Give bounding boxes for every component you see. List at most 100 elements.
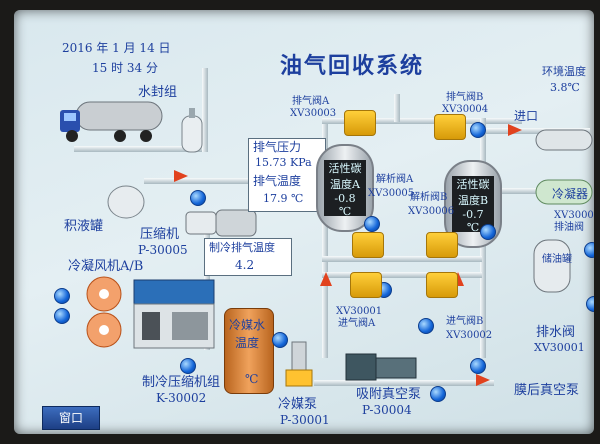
accumulator-tank-label: 积液罐: [64, 219, 104, 234]
water-seal-icon[interactable]: [180, 108, 204, 156]
flow-arrow: [476, 374, 490, 386]
tanker-truck-icon: [60, 101, 163, 142]
coolant-pump-icon[interactable]: [284, 340, 314, 390]
exhaust-readout-box: 排气压力 15.73 KPa 排气温度 17.9 ℃: [248, 138, 326, 212]
accumulator-tank-icon[interactable]: [106, 182, 146, 222]
compressor-icon[interactable]: [184, 206, 262, 240]
cool-temp-label: 制冷排气温度: [209, 241, 275, 254]
coolant-tank[interactable]: 冷媒水 温度 ℃: [224, 308, 274, 394]
valve-xv30005[interactable]: [352, 232, 384, 258]
valve-xv30006-label: 解析阀B: [410, 192, 448, 203]
flow-arrow: [508, 124, 522, 136]
carbon-tank-a[interactable]: 活性碳 温度A -0.8 ℃: [316, 144, 374, 232]
pressure-label: 排气压力: [253, 140, 302, 154]
pipe: [322, 272, 482, 278]
tank-b-label: 活性碳 温度B: [456, 178, 490, 207]
compressor-label: 压缩机: [140, 227, 180, 242]
condenser-top-icon[interactable]: [534, 128, 594, 152]
vacuum-pump-label: 吸附真空泵: [356, 387, 422, 402]
refrigeration-unit-icon[interactable]: [132, 276, 218, 352]
status-indicator: [470, 358, 486, 374]
page-title: 油气回收系统: [280, 54, 425, 79]
flow-arrow: [174, 170, 188, 182]
pipe: [322, 256, 482, 262]
drain-valve-id: XV30001: [534, 341, 585, 354]
membrane-pump-label: 膜后真空泵: [514, 383, 580, 398]
status-indicator: [470, 122, 486, 138]
status-indicator: [586, 296, 594, 312]
valve-xv30005-label: 解析阀A: [376, 174, 414, 185]
drain-valve-top-id: XV30005: [554, 210, 594, 221]
compressor-id: P-30005: [138, 243, 188, 257]
valve-xv30005-id: XV30005: [368, 188, 415, 199]
vacuum-pump-icon[interactable]: [344, 350, 420, 384]
water-seal-label: 水封组: [138, 85, 178, 100]
status-indicator: [54, 308, 70, 324]
status-indicator: [180, 358, 196, 374]
drain-valve-label: 排水阀: [536, 325, 576, 340]
coolant-tank-label: 冷媒水: [229, 318, 266, 332]
tank-b-value: -0.7: [462, 208, 484, 221]
pipe: [202, 68, 208, 152]
temp-label: 排气温度: [253, 174, 302, 188]
pipe: [394, 94, 400, 122]
condenser-icon[interactable]: [534, 178, 594, 206]
temp-value: 17.9 ℃: [263, 192, 304, 205]
condenser-label: 冷凝器: [552, 187, 589, 201]
status-indicator: [418, 318, 434, 334]
coolant-temp-unit: ℃: [245, 372, 259, 386]
valve-xv30003[interactable]: [344, 110, 376, 136]
pipe: [322, 118, 328, 358]
valve-xv30002-id: XV30002: [446, 330, 493, 341]
coolant-tank-label2: 温度: [235, 336, 260, 350]
tank-a-value: -0.8: [334, 192, 356, 205]
valve-xv30001-label: 进气阀A: [338, 318, 376, 329]
date-display: 2016 年 1 月 14 日: [62, 41, 171, 55]
tank-a-label: 活性碳 温度A: [328, 162, 362, 191]
status-indicator: [190, 190, 206, 206]
window-button[interactable]: 窗口: [42, 406, 100, 430]
condenser-fan-label: 冷凝风机A/B: [68, 259, 144, 274]
valve-xv30006-id: XV30006: [408, 206, 455, 217]
refrigerator-label: 制冷压缩机组: [142, 375, 221, 390]
env-temp-value: 3.8℃: [550, 81, 580, 94]
valve-xv30001[interactable]: [350, 272, 382, 298]
env-temp-label: 环境温度: [542, 65, 586, 78]
tank-a-unit: ℃: [338, 205, 352, 218]
cool-temp-value: 4.2: [235, 258, 255, 272]
valve-xv30004-label: 排气阀B: [446, 92, 484, 103]
pipe: [480, 128, 590, 134]
status-indicator: [272, 332, 288, 348]
coolant-pump-id: P-30001: [280, 413, 330, 427]
valve-xv30001-id: XV30001: [336, 306, 383, 317]
flow-arrow: [320, 272, 332, 286]
status-indicator: [364, 216, 380, 232]
refrigerator-id: K-30002: [156, 391, 207, 405]
pipe: [144, 178, 324, 184]
status-indicator: [54, 288, 70, 304]
pipe: [314, 380, 494, 386]
valve-xv30006[interactable]: [426, 232, 458, 258]
valve-xv30002[interactable]: [426, 272, 458, 298]
tank-b-unit: ℃: [466, 221, 480, 234]
fan-icon[interactable]: [78, 276, 130, 348]
valve-xv30002-label: 进气阀B: [446, 316, 484, 327]
valve-xv30004-id: XV30004: [442, 104, 489, 115]
pipe: [480, 188, 590, 194]
valve-xv30003-label: 排气阀A: [292, 96, 330, 107]
hmi-screen: 2016 年 1 月 14 日 15 时 34 分 油气回收系统 环境温度 3.…: [14, 10, 594, 434]
drain-valve-top-label: 排油阀: [554, 222, 584, 233]
valve-xv30004[interactable]: [434, 114, 466, 140]
pipe: [74, 146, 204, 152]
pressure-value: 15.73 KPa: [255, 156, 312, 169]
status-indicator: [430, 386, 446, 402]
oil-tank-icon[interactable]: [532, 238, 572, 294]
time-display: 15 时 34 分: [92, 61, 158, 75]
cool-exhaust-readout-box: 制冷排气温度 4.2: [204, 238, 292, 276]
vacuum-pump-id: P-30004: [362, 403, 412, 417]
status-indicator: [584, 242, 594, 258]
valve-xv30003-id: XV30003: [290, 108, 337, 119]
pipe: [322, 118, 522, 124]
status-indicator: [480, 224, 496, 240]
coolant-pump-label: 冷媒泵: [278, 397, 318, 412]
